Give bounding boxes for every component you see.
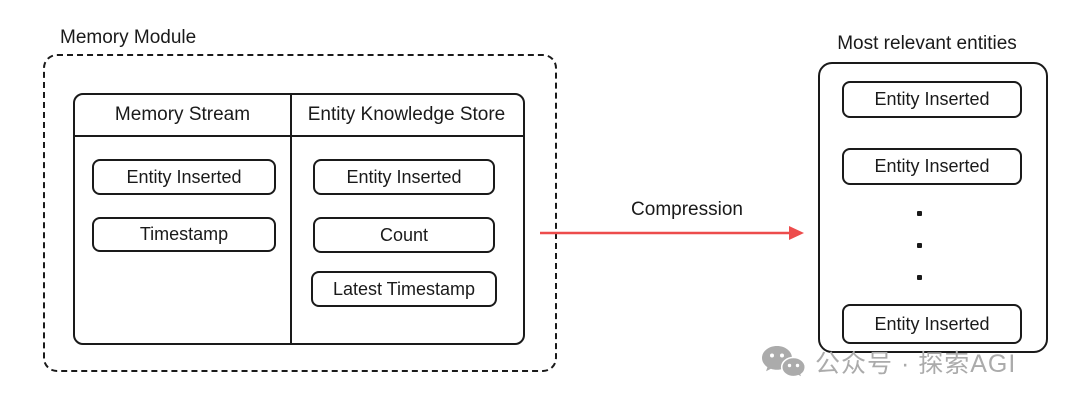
header-memory-stream: Memory Stream <box>114 104 251 125</box>
column-divider <box>290 95 292 343</box>
output-panel-title: Most relevant entities <box>837 33 1017 54</box>
memory-stream-entity-inserted-chip: Entity Inserted <box>92 159 276 195</box>
output-panel-container: Entity Inserted Entity Inserted Entity I… <box>818 62 1048 353</box>
output-entity-inserted-chip: Entity Inserted <box>842 81 1022 118</box>
ellipsis-dot <box>917 211 922 216</box>
compression-arrow-icon <box>540 226 804 240</box>
knowledge-store-count-chip: Count <box>313 217 495 253</box>
watermark: 公众号 · 探索AGI <box>760 344 1016 380</box>
memory-stream-timestamp-chip: Timestamp <box>92 217 276 252</box>
header-entity-knowledge-store: Entity Knowledge Store <box>307 104 506 125</box>
watermark-text: 公众号 · 探索AGI <box>815 350 1017 378</box>
memory-module-container <box>43 54 557 372</box>
knowledge-store-entity-inserted-chip: Entity Inserted <box>313 159 495 195</box>
table-header-row: Memory Stream Entity Knowledge Store <box>75 95 523 137</box>
ellipsis-dot <box>917 243 922 248</box>
memory-table: Memory Stream Entity Knowledge Store Ent… <box>73 93 525 345</box>
ellipsis-dot <box>917 275 922 280</box>
memory-module-title: Memory Module <box>60 27 197 48</box>
knowledge-store-latest-timestamp-chip: Latest Timestamp <box>311 271 497 307</box>
output-entity-inserted-chip: Entity Inserted <box>842 304 1022 344</box>
wechat-icon <box>762 346 806 379</box>
output-entity-inserted-chip: Entity Inserted <box>842 148 1022 185</box>
compression-arrow-label: Compression <box>631 199 743 220</box>
